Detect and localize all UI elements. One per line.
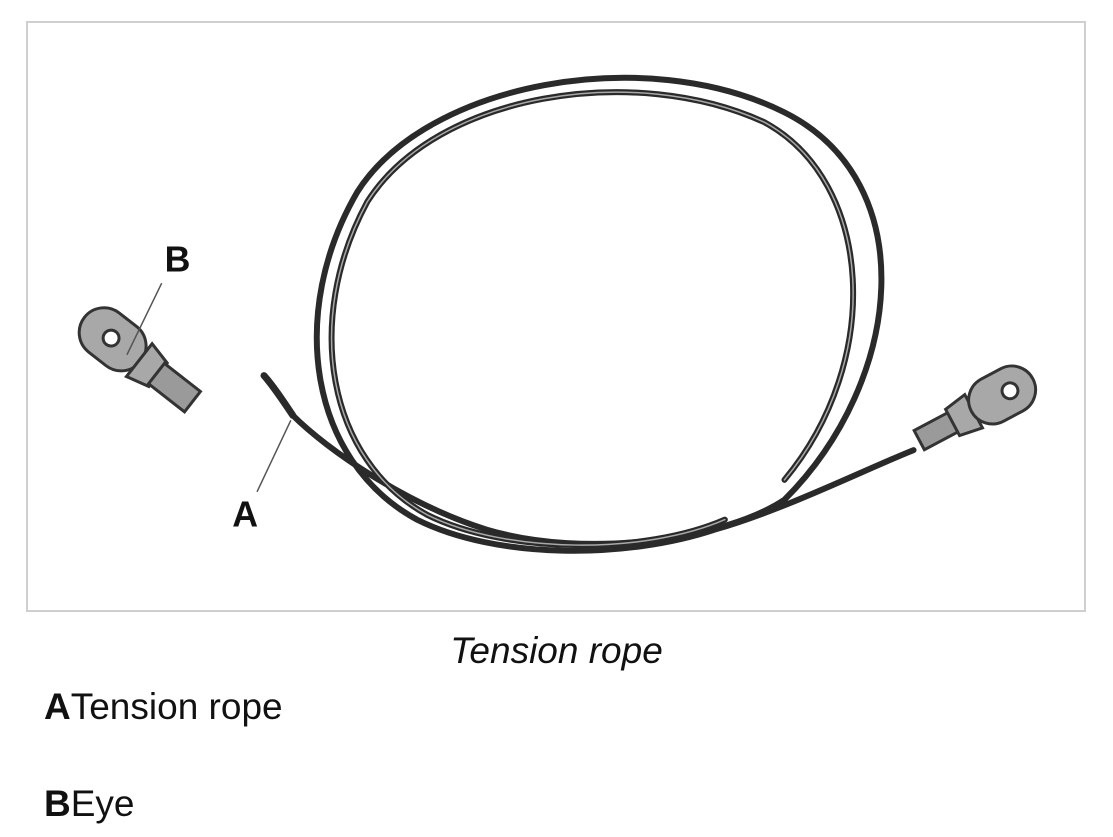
legend-item-a: ATension rope (44, 686, 283, 728)
figure-caption: Tension rope (450, 630, 663, 671)
legend-label: Tension rope (70, 686, 283, 727)
leader-line-a (256, 419, 292, 493)
legend-key: B (44, 783, 71, 824)
callout-b: B (165, 239, 191, 279)
rope-loop-inner (328, 89, 857, 549)
attached-eye-fitting (912, 364, 1038, 452)
loose-eye-fitting (77, 306, 203, 414)
leader-line-b (126, 282, 163, 356)
rope-free-end (260, 372, 297, 419)
tension-rope-diagram: B A (77, 74, 1038, 554)
legend-key: A (44, 686, 71, 727)
legend-item-b: BEye (44, 783, 135, 825)
legend-label: Eye (70, 783, 135, 824)
diagram-frame: B A (26, 21, 1086, 612)
tension-rope-coil (260, 74, 917, 554)
callout-a: A (232, 495, 258, 535)
